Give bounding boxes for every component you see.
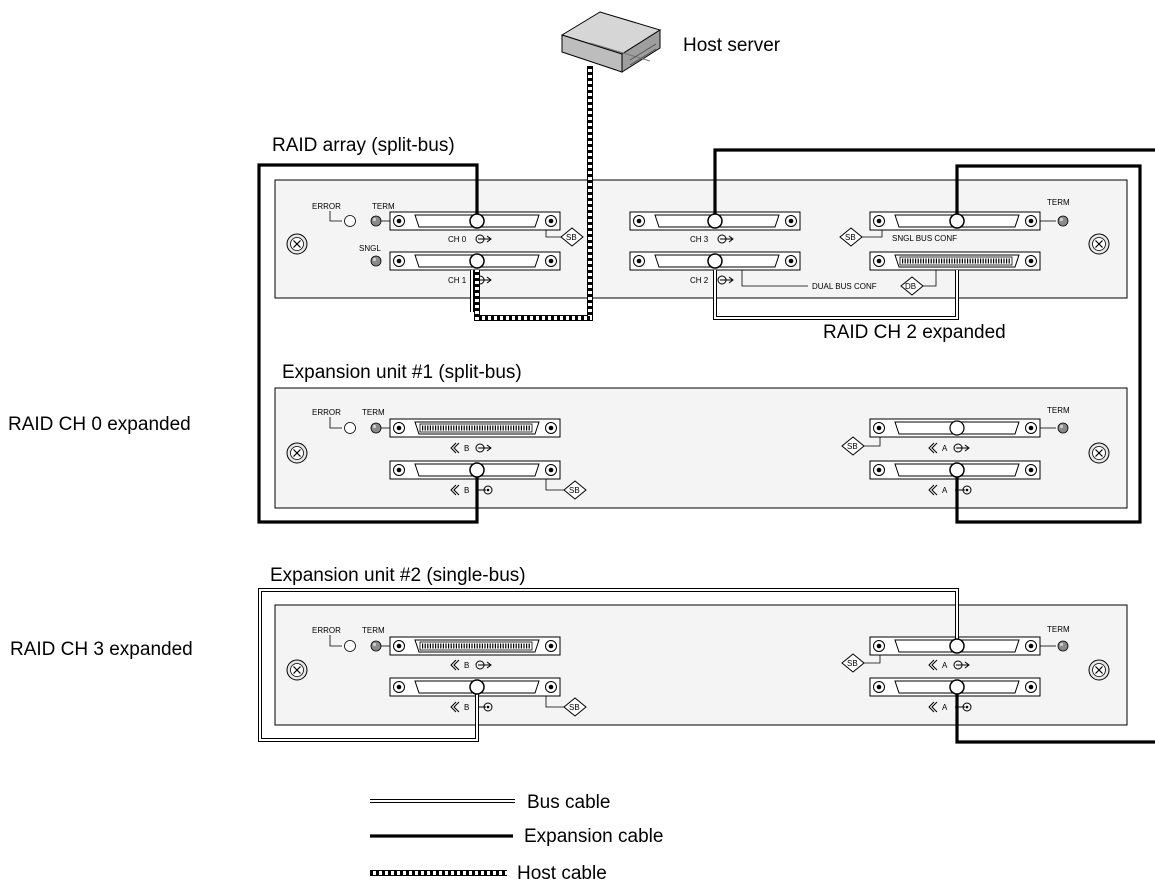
a-channel-label: A bbox=[942, 661, 948, 670]
a-channel-label: A bbox=[942, 703, 948, 712]
term-led-icon bbox=[1057, 640, 1069, 652]
term-led-label: TERM bbox=[1047, 406, 1070, 415]
term-led-icon bbox=[1057, 422, 1069, 434]
term-led-label: TERM bbox=[1047, 198, 1070, 207]
single-led-label: SNGL bbox=[359, 244, 381, 253]
expansion-unit-1-title: Expansion unit #1 (split-bus) bbox=[282, 362, 522, 383]
cable-end-ring bbox=[707, 253, 723, 269]
error-led-icon bbox=[344, 422, 356, 434]
term-led-icon bbox=[370, 422, 382, 434]
error-led-leader bbox=[329, 211, 342, 222]
ch0-label: CH 0 bbox=[448, 235, 467, 244]
sb-leader bbox=[545, 696, 564, 708]
raid-ch3-expanded-label: RAID CH 3 expanded bbox=[10, 639, 193, 660]
sb-leader bbox=[864, 437, 881, 447]
raid-array-panel bbox=[274, 179, 1128, 299]
error-led-label: ERROR bbox=[312, 626, 341, 635]
term-led-label: TERM bbox=[362, 408, 385, 417]
raid-ch0-expanded-label: RAID CH 0 expanded bbox=[8, 414, 191, 435]
dual-bus-conf-label: DUAL BUS CONF bbox=[812, 282, 877, 291]
b-channel-label: B bbox=[464, 486, 469, 495]
single-led-icon bbox=[370, 255, 382, 267]
error-led-label: ERROR bbox=[312, 202, 341, 211]
b-out-connector[interactable] bbox=[390, 419, 560, 437]
sb-label: SB bbox=[847, 659, 858, 668]
b-channel-label: B bbox=[464, 661, 469, 670]
dual-bus-conf-connector[interactable] bbox=[870, 252, 1040, 270]
unused-port-ring bbox=[949, 420, 965, 436]
cable-end-ring bbox=[469, 213, 485, 229]
sb-leader bbox=[862, 230, 883, 238]
ch2-label: CH 2 bbox=[690, 276, 709, 285]
b-out-connector[interactable] bbox=[390, 637, 560, 655]
term-led-icon bbox=[1057, 215, 1069, 227]
error-led-icon bbox=[344, 640, 356, 652]
cable-end-ring bbox=[949, 462, 965, 478]
thumbscrew-icon bbox=[286, 442, 308, 464]
host-server-label: Host server bbox=[683, 35, 781, 56]
thumbscrew-icon bbox=[1088, 659, 1110, 681]
expansion-unit-1-panel bbox=[274, 387, 1128, 509]
sb-label: SB bbox=[566, 233, 577, 242]
cable-end-ring bbox=[949, 638, 965, 654]
thumbscrew-icon bbox=[286, 659, 308, 681]
sb-label: SB bbox=[569, 703, 580, 712]
a-channel-label: A bbox=[942, 444, 948, 453]
sb-leader bbox=[545, 230, 561, 238]
expansion-unit-2-panel bbox=[274, 604, 1128, 726]
raid-ch2-expanded-label: RAID CH 2 expanded bbox=[823, 322, 1006, 343]
a-channel-label: A bbox=[942, 486, 948, 495]
db-leader bbox=[923, 270, 937, 287]
cable-end-ring bbox=[469, 253, 485, 269]
sb-label: SB bbox=[569, 486, 580, 495]
bus-cable-exp2 bbox=[258, 588, 959, 742]
db-label: DB bbox=[905, 282, 916, 291]
error-led-icon bbox=[344, 215, 356, 227]
cable-end-ring bbox=[469, 679, 485, 695]
thumbscrew-icon bbox=[286, 233, 308, 255]
term-led-icon bbox=[370, 640, 382, 652]
ch1-label: CH 1 bbox=[448, 276, 467, 285]
b-channel-label: B bbox=[464, 444, 469, 453]
error-led-leader bbox=[329, 635, 342, 647]
host-server-icon bbox=[560, 11, 662, 73]
sb-label: SB bbox=[845, 233, 856, 242]
legend-bus-cable-label: Bus cable bbox=[527, 792, 610, 813]
term-led-label: TERM bbox=[362, 626, 385, 635]
term-led-label: TERM bbox=[1047, 625, 1070, 634]
expansion-unit-2-title: Expansion unit #2 (single-bus) bbox=[270, 565, 526, 586]
expansion-cable-ch2 bbox=[955, 164, 1142, 524]
dual-bus-leader bbox=[741, 270, 808, 287]
expansion-cable-ch3-return bbox=[955, 686, 1155, 744]
expansion-cable-ch0 bbox=[257, 163, 479, 524]
ch3-label: CH 3 bbox=[690, 235, 709, 244]
sb-label: SB bbox=[847, 442, 858, 451]
thumbscrew-icon bbox=[1088, 442, 1110, 464]
term-led-label: TERM bbox=[372, 202, 395, 211]
b-channel-label: B bbox=[464, 703, 469, 712]
thumbscrew-icon bbox=[1088, 233, 1110, 255]
term-led-icon bbox=[370, 215, 382, 227]
cable-end-ring bbox=[707, 213, 723, 229]
legend-host-cable-label: Host cable bbox=[517, 863, 607, 884]
cable-end-ring bbox=[949, 679, 965, 695]
sb-leader bbox=[545, 479, 564, 491]
cable-end-ring bbox=[949, 213, 965, 229]
error-led-leader bbox=[329, 417, 342, 429]
single-bus-conf-label: SNGL BUS CONF bbox=[892, 234, 957, 243]
legend-expansion-cable-label: Expansion cable bbox=[524, 826, 663, 847]
error-led-label: ERROR bbox=[312, 408, 341, 417]
raid-array-title: RAID array (split-bus) bbox=[272, 135, 455, 156]
bus-cable-ch1-ch2 bbox=[470, 270, 959, 320]
host-cable bbox=[474, 66, 593, 321]
cable-end-ring bbox=[469, 462, 485, 478]
sb-leader bbox=[864, 655, 881, 664]
expansion-cable-ch3 bbox=[713, 148, 1155, 221]
